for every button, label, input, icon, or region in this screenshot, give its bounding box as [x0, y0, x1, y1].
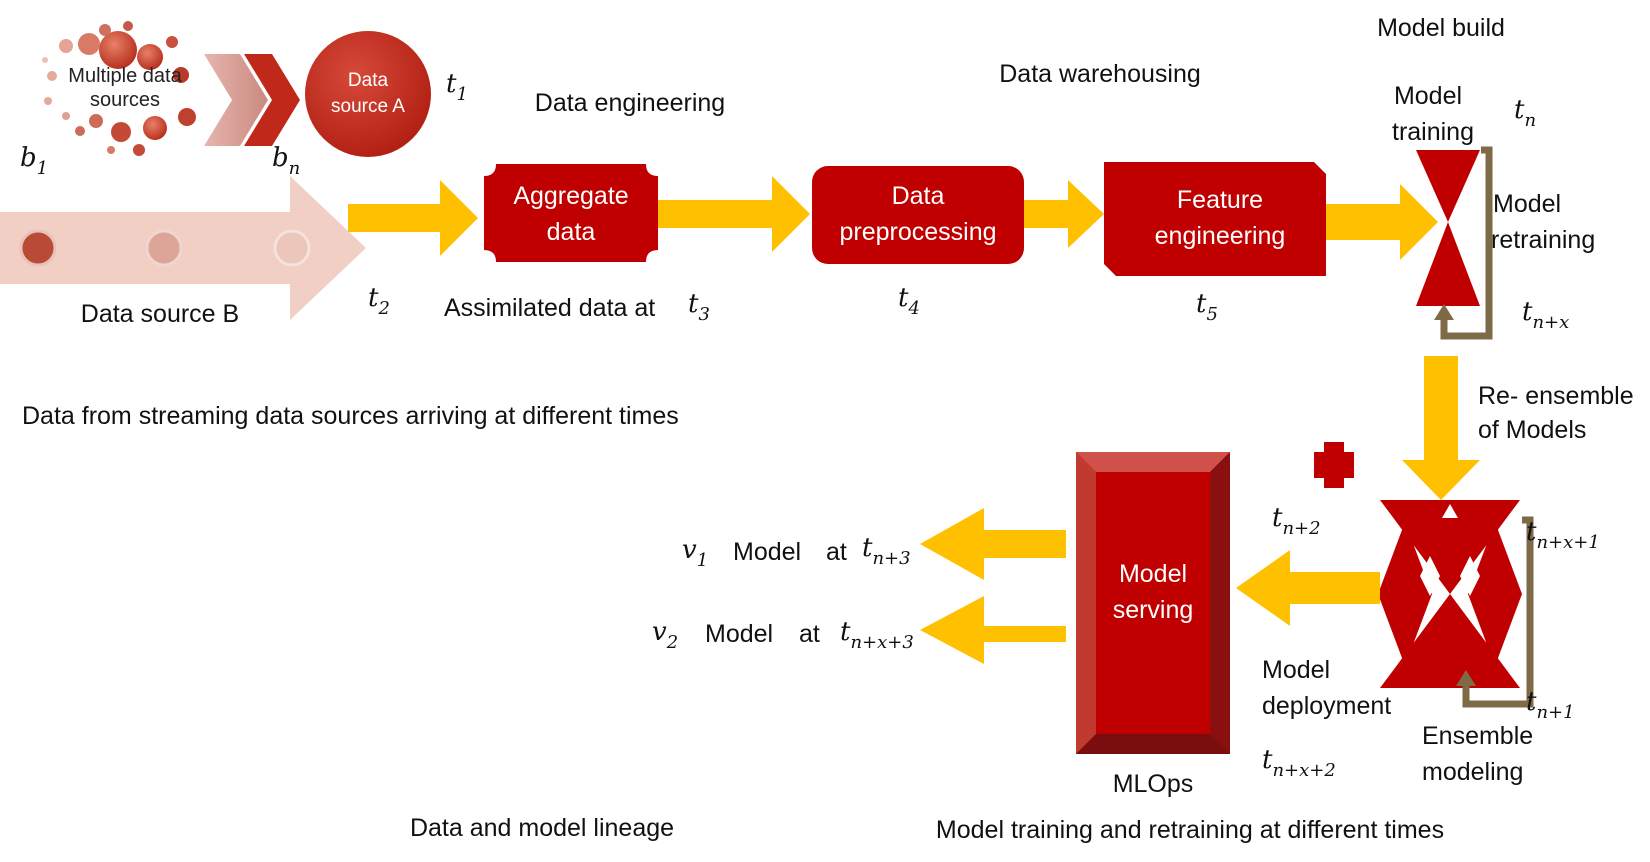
source-dot	[178, 108, 196, 126]
math-t4: t4	[898, 283, 920, 319]
source-dot	[42, 57, 48, 63]
math-t1: t1	[446, 69, 468, 105]
math-t3: t3	[688, 289, 710, 325]
data-warehousing-header: Data warehousing	[999, 60, 1201, 88]
multiple-sources-label-2: sources	[90, 89, 160, 111]
source-dot	[107, 146, 115, 154]
multiple-sources-label-1: Multiple data	[68, 65, 182, 87]
math-tnx: tn+x	[1522, 297, 1569, 333]
model-retraining-label-1: Model	[1493, 190, 1561, 218]
re-ensemble-label-1: Re- ensemble	[1478, 382, 1634, 410]
source-dot	[111, 122, 131, 142]
stream-dot	[273, 229, 311, 267]
model-training-label-2: training	[1392, 118, 1474, 146]
source-dot	[78, 33, 100, 55]
source-dot	[59, 39, 73, 53]
chevron-icon	[244, 54, 300, 146]
data-engineering-header: Data engineering	[535, 89, 725, 117]
math-v2: v2	[652, 617, 678, 653]
feature-label-1: Feature	[1177, 186, 1263, 214]
source-dot	[166, 36, 178, 48]
source-dot	[133, 144, 145, 156]
aggregate-label-1: Aggregate	[513, 182, 628, 210]
preprocessing-label-2: preprocessing	[839, 218, 996, 246]
version1-at-label: at	[826, 538, 847, 566]
source-dot	[47, 71, 57, 81]
stream-dot	[145, 229, 183, 267]
math-t5: t5	[1196, 289, 1218, 325]
source-dot	[99, 24, 111, 36]
math-v1: v1	[682, 535, 708, 571]
training-caption: Model training and retraining at differe…	[936, 816, 1444, 844]
feature-engineering-box	[1104, 162, 1326, 276]
deploy-arrow	[1236, 550, 1380, 626]
math-tnx1: tn+x+1	[1526, 517, 1600, 553]
math-t2: t2	[368, 283, 390, 319]
model-deployment-label-2: deployment	[1262, 692, 1391, 720]
source-dot	[99, 31, 137, 69]
flow-arrow	[348, 180, 478, 256]
retraining-loop	[1440, 146, 1493, 340]
loop-arrowhead	[1434, 304, 1454, 320]
data-source-b-arrow	[0, 176, 366, 320]
preprocessing-box	[812, 166, 1024, 264]
math-tn2: tn+2	[1272, 503, 1321, 539]
version-arrow	[920, 508, 1066, 580]
model-serving-label-1: Model	[1119, 560, 1187, 588]
loop-arrowhead	[1456, 670, 1476, 686]
multiple-sources-cluster: Multiple data sources	[42, 21, 196, 156]
math-bn: bn	[272, 143, 300, 179]
source-dot	[44, 97, 52, 105]
aggregate-data-box	[484, 164, 658, 262]
version2-at-label: at	[799, 620, 820, 648]
ensemble-loop	[1462, 516, 1534, 708]
math-tn1: tn+1	[1526, 687, 1575, 723]
ensemble-label-1: Ensemble	[1422, 722, 1533, 750]
version-arrow	[920, 596, 1066, 664]
down-arrow	[1402, 356, 1480, 500]
source-dot	[89, 114, 103, 128]
feature-label-2: engineering	[1155, 222, 1286, 250]
ensemble-model-shape	[1378, 500, 1522, 688]
lineage-caption: Data and model lineage	[410, 814, 674, 842]
model-training-label-1: Model	[1394, 82, 1462, 110]
math-tnx2: tn+x+2	[1262, 745, 1336, 781]
math-b1: b1	[20, 143, 48, 179]
aggregate-label-2: data	[547, 218, 596, 246]
small-cross-shape	[1314, 442, 1354, 488]
source-dot	[62, 112, 70, 120]
model-deployment-label-1: Model	[1262, 656, 1330, 684]
version1-model-label: Model	[733, 538, 801, 566]
model-build-header: Model build	[1377, 14, 1505, 42]
source-dot	[123, 21, 133, 31]
chevron-icon	[204, 54, 268, 146]
model-retraining-label-2: retraining	[1491, 226, 1595, 254]
model-serving-label-2: serving	[1113, 596, 1194, 624]
math-tnx3: tn+x+3	[840, 617, 914, 653]
flow-arrow	[1310, 184, 1438, 260]
model-training-hourglass	[1416, 150, 1480, 306]
model-serving-box	[1076, 452, 1230, 754]
source-dot	[137, 44, 163, 70]
re-ensemble-label-2: of Models	[1478, 416, 1586, 444]
math-tn: tn	[1514, 95, 1536, 131]
data-source-a-label-2: source A	[331, 96, 405, 117]
streaming-caption: Data from streaming data sources arrivin…	[22, 402, 679, 430]
data-source-b-label: Data source B	[81, 300, 239, 328]
source-dot	[173, 67, 189, 83]
source-dot	[143, 116, 167, 140]
preprocessing-label-1: Data	[892, 182, 945, 210]
flow-arrow	[658, 176, 810, 252]
stream-dot	[19, 229, 57, 267]
source-dot	[75, 126, 85, 136]
math-tn3: tn+3	[862, 533, 911, 569]
assimilated-label: Assimilated data at	[444, 294, 655, 322]
data-source-a-node	[305, 31, 431, 157]
ensemble-label-2: modeling	[1422, 758, 1523, 786]
version2-model-label: Model	[705, 620, 773, 648]
flow-arrow	[1020, 180, 1104, 248]
data-source-a-label-1: Data	[348, 70, 389, 91]
mlops-label: MLOps	[1113, 770, 1194, 798]
